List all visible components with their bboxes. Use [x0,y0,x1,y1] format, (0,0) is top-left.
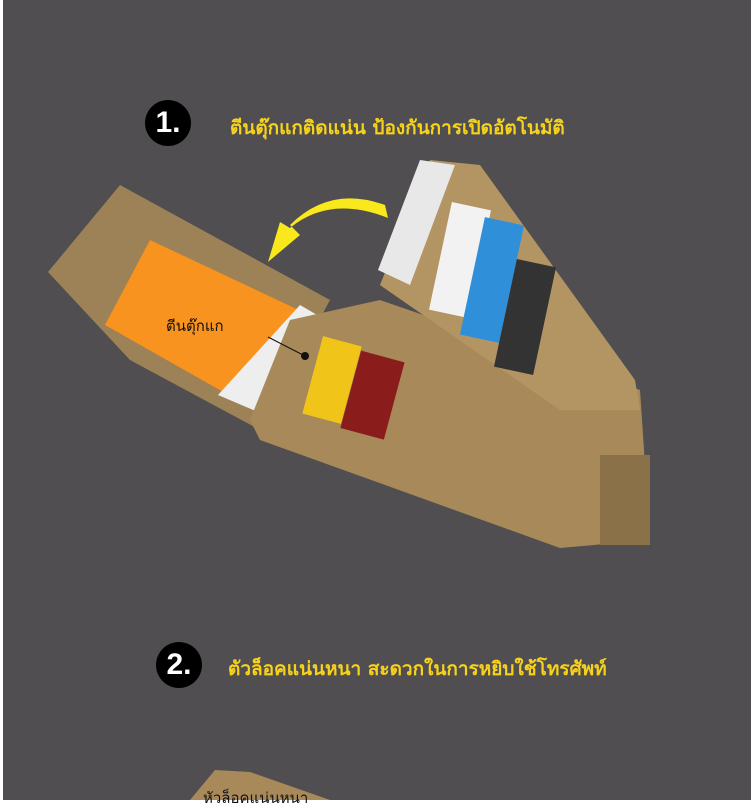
callout-dot [301,352,309,360]
section1-callout: ตีนตุ๊กแก [166,317,224,335]
callout-line [267,336,306,357]
step-badge-1: 1. [145,100,191,146]
section2-callout: หัวล็อคแน่นหนา [203,789,309,807]
card-2 [459,217,525,343]
card-1 [429,202,491,318]
arrow-icon [268,198,388,262]
pouch-bottom-partial [190,770,330,800]
phone-back [378,160,455,285]
strap [600,455,650,545]
section2-heading: ตัวล็อคแน่นหนา สะดวกในการหยิบใช้โทรศัพท์ [228,658,607,680]
section1-heading: ตีนตุ๊กแกติดแน่น ป้องกันการเปิดอัตโนมัติ [230,117,565,139]
step-badge-2: 2. [156,642,202,688]
card-5 [340,350,405,440]
card-3 [494,259,556,375]
card-4 [302,336,362,424]
